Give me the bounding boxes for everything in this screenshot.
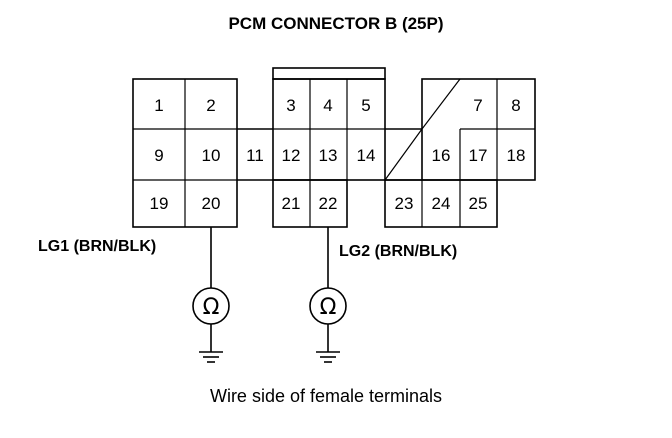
ground-icon (199, 351, 223, 363)
pin-16: 16 (432, 146, 451, 165)
pin-20: 20 (202, 194, 221, 213)
pin-13: 13 (319, 146, 338, 165)
pin-18: 18 (507, 146, 526, 165)
ohm-symbol: Ω (203, 295, 220, 320)
pin-labels: 1 2 3 4 5 7 8 9 10 11 12 13 14 16 17 18 … (150, 96, 526, 213)
pin-1: 1 (154, 96, 163, 115)
wire-lg1: LG1 (BRN/BLK) Ω (38, 227, 230, 363)
diagram-caption: Wire side of female terminals (210, 386, 442, 406)
pin-19: 19 (150, 194, 169, 213)
pin-9: 9 (154, 146, 163, 165)
pin-21: 21 (282, 194, 301, 213)
diagram-title: PCM CONNECTOR B (25P) (228, 14, 443, 33)
pin-7: 7 (473, 96, 482, 115)
connector-outline (132, 67, 536, 228)
pin-8: 8 (511, 96, 520, 115)
wire-label-lg2: LG2 (BRN/BLK) (339, 243, 457, 260)
wire-lg2: LG2 (BRN/BLK) Ω (309, 227, 457, 363)
pin-4: 4 (323, 96, 332, 115)
pin-14: 14 (357, 146, 376, 165)
wire-label-lg1: LG1 (BRN/BLK) (38, 238, 156, 255)
pin-11: 11 (246, 146, 264, 165)
ohm-meter-icon: Ω (192, 287, 230, 325)
pin-23: 23 (395, 194, 414, 213)
pin-25: 25 (469, 194, 488, 213)
pin-10: 10 (202, 146, 221, 165)
pin-2: 2 (206, 96, 215, 115)
pin-12: 12 (282, 146, 301, 165)
pin-3: 3 (286, 96, 295, 115)
pin-5: 5 (361, 96, 370, 115)
ground-icon (316, 351, 340, 363)
pin-17: 17 (469, 146, 488, 165)
pin-22: 22 (319, 194, 338, 213)
pin-24: 24 (432, 194, 451, 213)
ohm-symbol: Ω (320, 295, 337, 320)
ohm-meter-icon: Ω (309, 287, 347, 325)
